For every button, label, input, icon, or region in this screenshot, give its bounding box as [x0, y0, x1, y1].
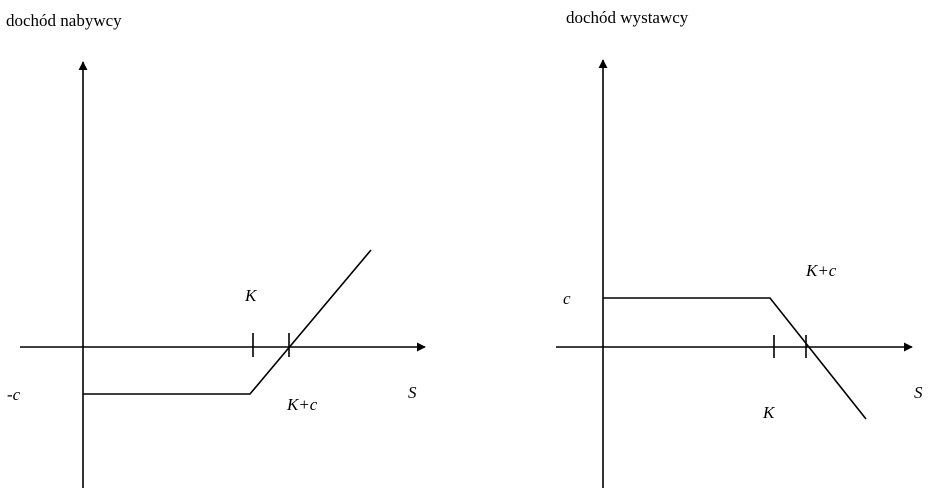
- writer-payoff-line: [603, 297, 867, 420]
- buyer-y-axis-label: dochód nabywcy: [6, 11, 122, 30]
- writer-y-axis-label: dochód wystawcy: [566, 8, 689, 27]
- writer-strike-label: K: [762, 403, 776, 422]
- writer-level-label: c: [563, 289, 571, 308]
- buyer-x-axis-label: S: [408, 383, 417, 402]
- buyer-payoff-line: [83, 249, 372, 395]
- writer-payoff-diagram: dochód wystawcy K+c c K S: [556, 8, 923, 488]
- buyer-level-label: -c: [7, 385, 21, 404]
- writer-breakeven-label: K+c: [805, 261, 837, 280]
- buyer-payoff-diagram: dochód nabywcy K -c K+c S: [6, 11, 426, 488]
- writer-x-axis-label: S: [914, 383, 923, 402]
- buyer-strike-label: K: [244, 286, 258, 305]
- buyer-breakeven-label: K+c: [286, 395, 318, 414]
